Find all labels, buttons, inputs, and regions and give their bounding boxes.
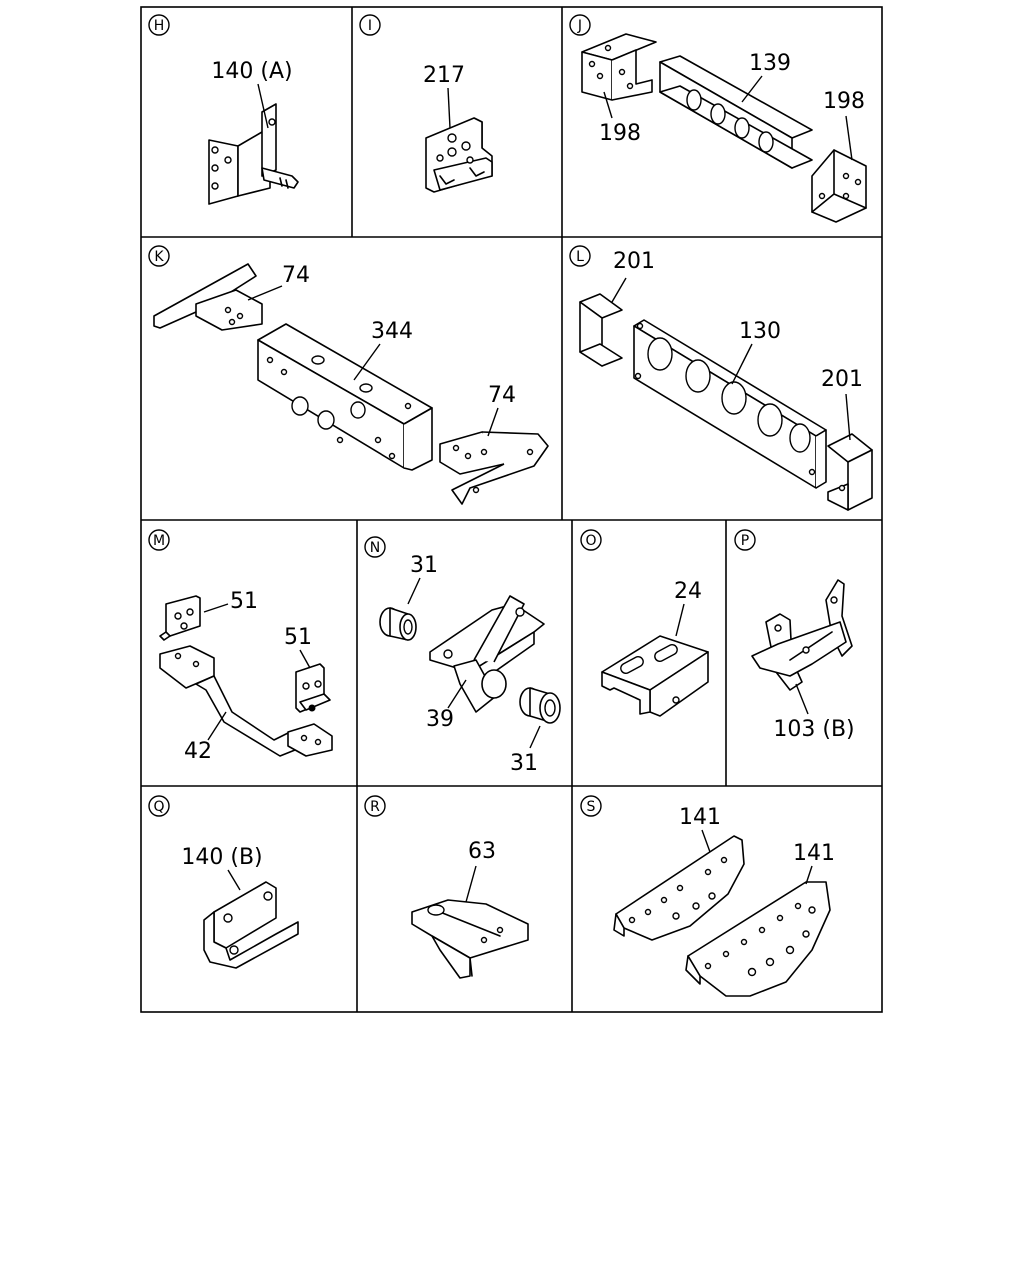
panel-badge: P xyxy=(734,529,756,551)
part-bracket-63 xyxy=(411,899,529,979)
part-label: 24 xyxy=(674,579,702,604)
part-label: 31 xyxy=(510,751,538,776)
part-bracket-103b xyxy=(751,579,853,691)
panel-letter: L xyxy=(576,249,584,265)
part-label: 140 (B) xyxy=(181,845,262,870)
panel-badge: M xyxy=(148,529,170,551)
part-bracket-140b xyxy=(203,881,299,969)
panel-s: S 1 xyxy=(580,795,835,997)
part-label: 198 xyxy=(599,121,641,146)
panel-letter: Q xyxy=(153,799,164,815)
part-label: 51 xyxy=(230,589,258,614)
part-bushing-31-bottom xyxy=(519,687,561,724)
part-label: 63 xyxy=(468,839,496,864)
part-label: 130 xyxy=(739,319,781,344)
part-label: 139 xyxy=(749,51,791,76)
panel-i: I 217 xyxy=(359,14,493,193)
part-bracket-74-left xyxy=(153,263,263,331)
panel-badge: R xyxy=(364,795,386,817)
part-frame-139 xyxy=(659,55,813,169)
panel-badge: J xyxy=(569,14,591,36)
panel-h: H 140 (A) xyxy=(148,14,299,205)
panel-grid xyxy=(140,6,883,1013)
panel-badge: S xyxy=(580,795,602,817)
panel-letter: K xyxy=(154,249,164,265)
part-bracket-198-right xyxy=(811,149,867,223)
panel-l: L 201 130 201 xyxy=(569,245,873,511)
panel-badge: N xyxy=(364,536,386,558)
panel-letter: J xyxy=(577,18,582,34)
part-label: 74 xyxy=(282,263,310,288)
panel-letter: M xyxy=(153,533,165,549)
panel-badge: Q xyxy=(148,795,170,817)
part-label: 141 xyxy=(793,841,835,866)
panel-letter: H xyxy=(154,18,165,34)
part-bracket-51-right xyxy=(295,663,331,713)
part-label: 51 xyxy=(284,625,312,650)
part-crossmember-42 xyxy=(159,645,333,757)
part-label: 39 xyxy=(426,707,454,732)
part-bracket-24 xyxy=(601,635,709,717)
panel-letter: N xyxy=(370,540,380,556)
part-crossmember-344 xyxy=(257,323,433,471)
panel-badge: H xyxy=(148,14,170,36)
part-label: 201 xyxy=(821,367,863,392)
part-bracket-198-left xyxy=(581,33,657,101)
panel-letter: S xyxy=(587,799,596,815)
part-label: 42 xyxy=(184,739,212,764)
part-bracket-51-left xyxy=(159,595,201,641)
part-bracket-217 xyxy=(425,117,493,193)
part-bracket-74-right xyxy=(439,431,549,505)
part-frame-130 xyxy=(633,319,827,489)
panel-badge: L xyxy=(569,245,591,267)
panel-q: Q 140 (B) xyxy=(148,795,299,969)
panel-p: P 103 (B) xyxy=(734,529,855,742)
part-label: 201 xyxy=(613,249,655,274)
panel-n: N 31 39 31 xyxy=(364,536,561,776)
part-label: 31 xyxy=(410,553,438,578)
panel-badge: K xyxy=(148,245,170,267)
panel-k: K xyxy=(148,245,549,505)
panel-letter: I xyxy=(368,18,372,34)
panel-letter: P xyxy=(741,533,749,549)
part-label: 103 (B) xyxy=(773,717,854,742)
panel-badge: I xyxy=(359,14,381,36)
panel-letter: R xyxy=(370,799,380,815)
part-label: 140 (A) xyxy=(211,59,292,84)
panel-j: J 139 xyxy=(569,14,867,223)
part-bracket-39 xyxy=(429,595,545,713)
part-label: 198 xyxy=(823,89,865,114)
panel-m: M 51 51 42 xyxy=(148,529,333,764)
part-bushing-31-top xyxy=(379,607,417,641)
panel-o: O 24 xyxy=(580,529,709,717)
part-label: 74 xyxy=(488,383,516,408)
part-gusset-141-upper xyxy=(613,835,745,941)
panel-badge: O xyxy=(580,529,602,551)
part-label: 141 xyxy=(679,805,721,830)
panel-letter: O xyxy=(585,533,596,549)
part-gusset-141-lower xyxy=(685,881,831,997)
part-bracket-201-left xyxy=(579,293,623,367)
part-label: 217 xyxy=(423,63,465,88)
panel-r: R 63 xyxy=(364,795,529,979)
part-label: 344 xyxy=(371,319,413,344)
part-bracket-140a xyxy=(208,103,299,205)
part-bracket-201-right xyxy=(827,433,873,511)
